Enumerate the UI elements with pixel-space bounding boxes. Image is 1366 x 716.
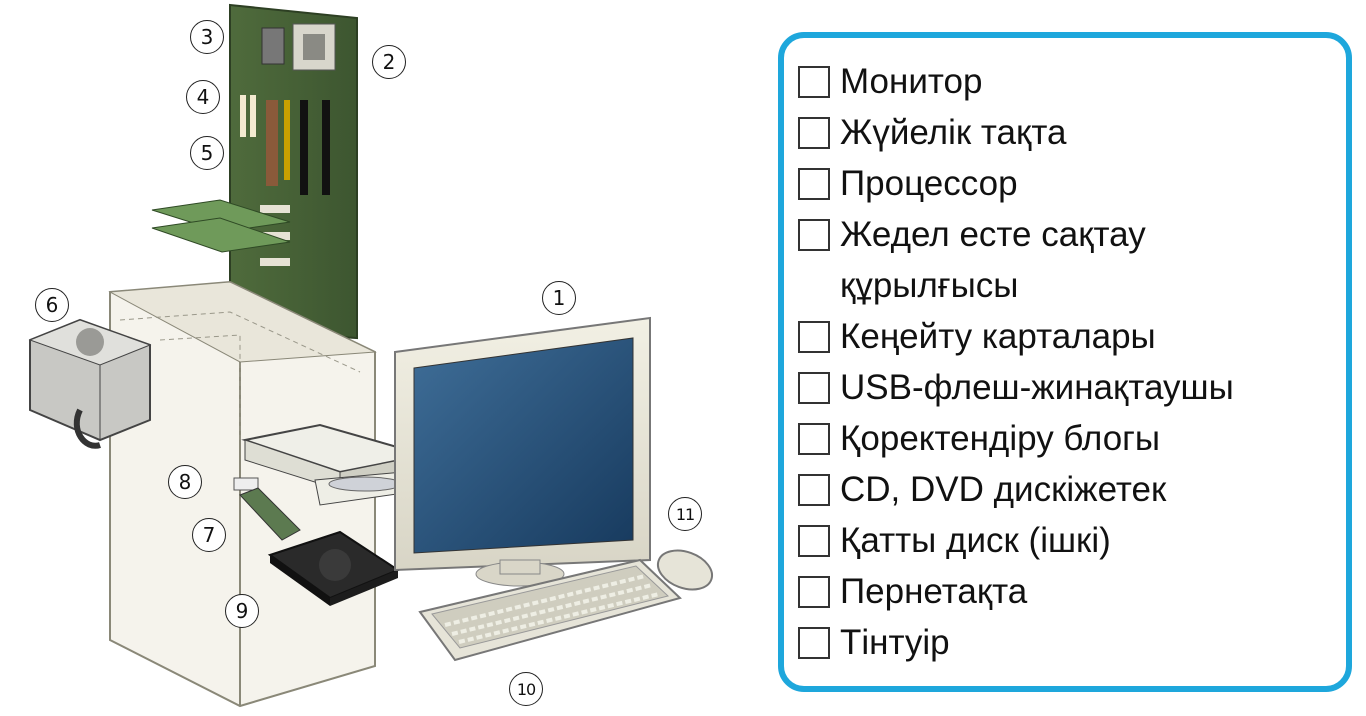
motherboard	[229, 3, 358, 340]
list-item-label: Монитор	[840, 62, 983, 101]
callout-4: 4	[186, 80, 220, 114]
checkbox-motherboard[interactable]	[798, 117, 830, 149]
list-item: Пернетақта	[798, 566, 1346, 617]
list-item: Процессор	[798, 158, 1346, 209]
list-item-label: USB-флеш-жинақтаушы	[840, 368, 1234, 407]
list-item: Жүйелік тақта	[798, 107, 1346, 158]
checkbox-mouse[interactable]	[798, 627, 830, 659]
checkbox-hard-disk[interactable]	[798, 525, 830, 557]
list-item-label: Кеңейту карталары	[840, 317, 1156, 356]
list-item-label: Тінтуір	[840, 623, 950, 662]
list-item: Қатты диск (ішкі)	[798, 515, 1346, 566]
callout-8: 8	[168, 465, 202, 499]
list-item-label: Қатты диск (ішкі)	[840, 521, 1111, 560]
computer-parts-illustration	[28, 3, 714, 708]
checkbox-power-supply[interactable]	[798, 423, 830, 455]
callout-7: 7	[192, 518, 226, 552]
callout-5: 5	[190, 136, 224, 170]
power-supply	[28, 318, 152, 449]
list-item: USB-флеш-жинақтаушы	[798, 362, 1346, 413]
usb-flash-drive	[233, 477, 301, 541]
list-item-label: Жүйелік тақта	[840, 113, 1067, 152]
checkbox-monitor[interactable]	[798, 66, 830, 98]
callout-2: 2	[372, 45, 406, 79]
callout-9: 9	[225, 594, 259, 628]
keyboard	[418, 558, 682, 662]
checkbox-expansion-cards[interactable]	[798, 321, 830, 353]
expansion-cards	[151, 199, 291, 253]
checkbox-optical-drive[interactable]	[798, 474, 830, 506]
list-item: Кеңейту карталары	[798, 311, 1346, 362]
checkbox-processor[interactable]	[798, 168, 830, 200]
list-item-label: Пернетақта	[840, 572, 1028, 611]
checkbox-usb-flash[interactable]	[798, 372, 830, 404]
callout-10: 10	[509, 672, 543, 706]
list-item: Монитор	[798, 56, 1346, 107]
mouse	[656, 549, 714, 591]
checkbox-keyboard[interactable]	[798, 576, 830, 608]
callout-11: 11	[668, 497, 702, 531]
callout-6: 6	[35, 288, 69, 322]
list-item-label: CD, DVD дискіжетек	[840, 470, 1167, 509]
checkbox-ram[interactable]	[798, 219, 830, 251]
list-item: Қоректендіру блогы	[798, 413, 1346, 464]
callout-3: 3	[190, 20, 224, 54]
list-item-label: Жедел есте сақтау құрылғысы	[840, 215, 1146, 305]
monitor	[394, 316, 651, 587]
list-item: Тінтуір	[798, 617, 1346, 668]
parts-checklist: Монитор Жүйелік тақта Процессор Жедел ес…	[778, 32, 1352, 692]
list-item-label: Процессор	[840, 164, 1018, 203]
list-item: CD, DVD дискіжетек	[798, 464, 1346, 515]
callout-1: 1	[542, 281, 576, 315]
list-item-label: Қоректендіру блогы	[840, 419, 1161, 458]
list-item: Жедел есте сақтау құрылғысы	[798, 209, 1346, 311]
checklist-items: Монитор Жүйелік тақта Процессор Жедел ес…	[784, 38, 1346, 668]
